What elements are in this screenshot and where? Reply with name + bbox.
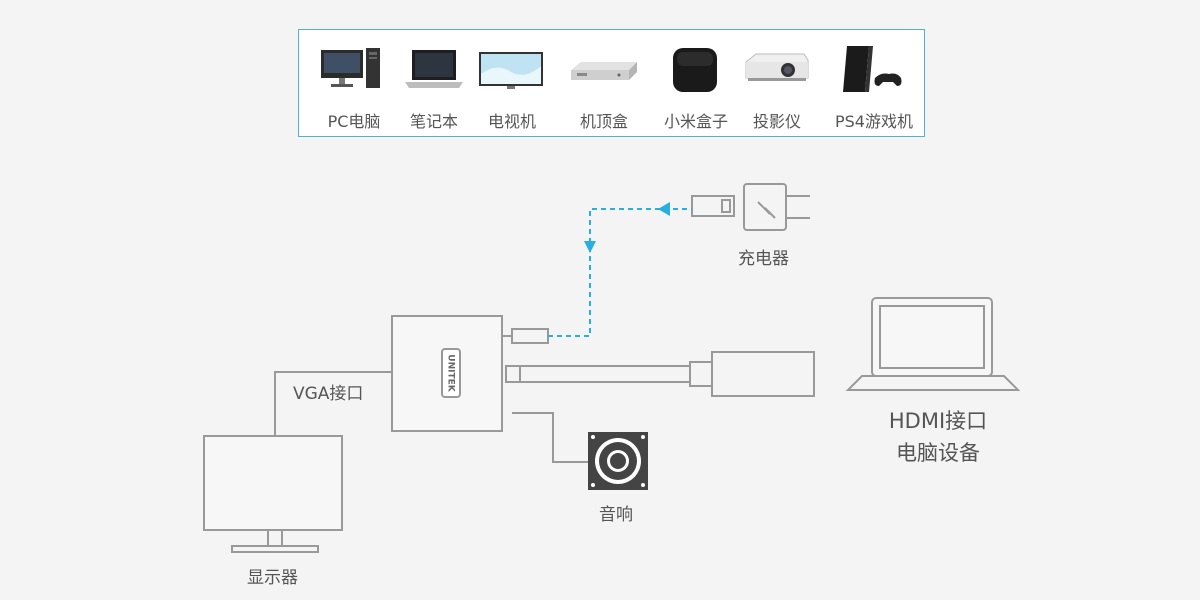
- device-label: 笔记本: [409, 112, 458, 131]
- monitor-screen: [203, 435, 343, 531]
- usb-plug: [691, 195, 735, 217]
- hdmi-port: [505, 365, 521, 383]
- power-line: [548, 208, 692, 337]
- hdmi-label-line2: 电脑设备: [896, 441, 980, 465]
- vga-label: VGA接口: [293, 384, 364, 404]
- arrow-left-icon: [658, 202, 670, 216]
- tv-icon: [479, 52, 543, 89]
- hdmi-collar: [689, 361, 713, 387]
- laptop-screen: [871, 297, 993, 377]
- ps4-icon: [843, 46, 902, 92]
- compatible-devices-panel: PC电脑 笔记本 电视机: [298, 29, 925, 137]
- adapter-brand: UNITEK: [446, 354, 456, 392]
- hdmi-plug: [711, 351, 815, 397]
- speaker-icon: [588, 432, 648, 490]
- unitek-logo-icon: UNITEK: [441, 348, 461, 398]
- pc-icon: [321, 48, 380, 88]
- arrow-down-icon: [584, 241, 596, 253]
- device-label: 机顶盒: [579, 112, 628, 131]
- set-top-box-icon: [571, 62, 637, 80]
- vga-line: [274, 371, 392, 436]
- audio-line: [512, 412, 590, 463]
- usb-c-plug: [511, 328, 549, 344]
- hdmi-device-label: HDMI接口 电脑设备: [872, 405, 1004, 469]
- speaker-label: 音响: [599, 505, 633, 525]
- device-label: 小米盒子: [663, 112, 728, 131]
- laptop-icon: [405, 50, 463, 88]
- hdmi-label-line1: HDMI接口: [888, 409, 988, 433]
- xiaomi-box-icon: [673, 48, 717, 92]
- monitor-stand: [231, 545, 319, 553]
- device-label: 电视机: [487, 112, 536, 131]
- projector-icon: [745, 53, 809, 81]
- device-label: 投影仪: [752, 112, 801, 131]
- device-label: PC电脑: [327, 112, 381, 131]
- laptop-base: [845, 375, 1021, 391]
- charger-label: 充电器: [738, 249, 789, 269]
- monitor-label: 显示器: [247, 568, 298, 588]
- device-label: PS4游戏机: [835, 112, 913, 131]
- charger-body: [743, 183, 787, 231]
- hdmi-cable: [520, 365, 690, 383]
